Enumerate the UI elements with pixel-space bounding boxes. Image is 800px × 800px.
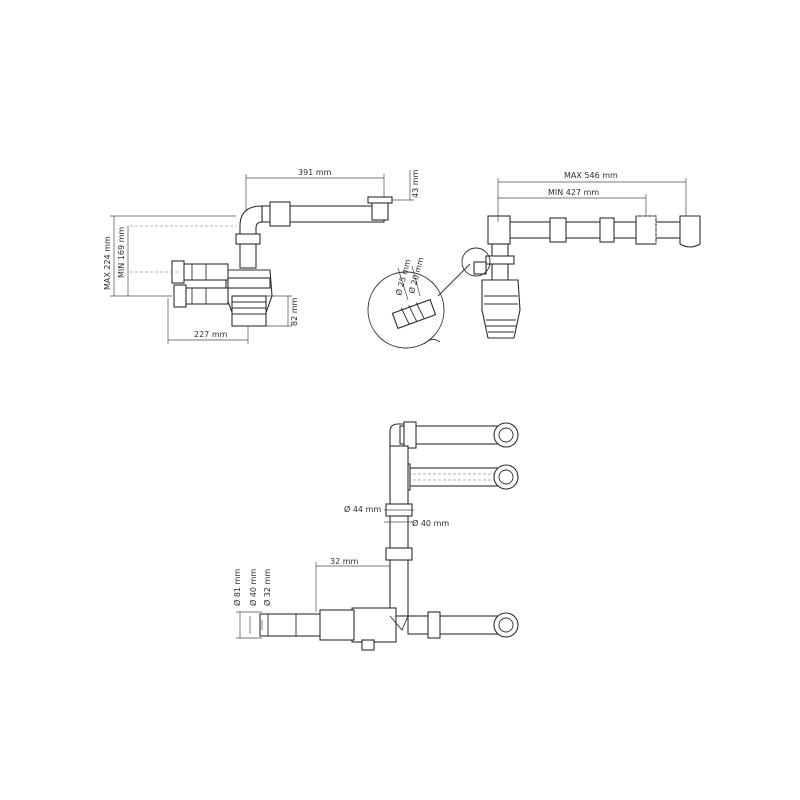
side-view: 391 mm 43 mm MAX 224 mm MIN 169 mm 82 mm… [103, 168, 420, 344]
top-vertical-nut-2 [385, 547, 413, 561]
front-view: Ø 25 mm Ø 20 mm MAX 546 mm MIN 427 mm [367, 171, 701, 349]
side-height-elbow-label: 43 mm [411, 169, 420, 198]
top-left-nut [319, 609, 355, 641]
top-view: Ø 44 mm Ø 40 mm 32 mm Ø 81 mm Ø 40 mm Ø … [232, 421, 519, 651]
front-detail-circle [367, 271, 445, 349]
top-d44-label: Ø 44 mm [344, 504, 381, 514]
top-left-outlet [259, 613, 325, 637]
front-coupling-3 [635, 215, 657, 245]
top-trap-outlet [361, 639, 375, 651]
top-lower-pipe [407, 615, 505, 635]
front-detail-hose [391, 298, 437, 330]
top-d40-mid-label: Ø 40 mm [412, 518, 449, 528]
front-trap-body [481, 279, 521, 339]
side-min-height-label: MIN 169 mm [117, 227, 126, 278]
top-middle-end [493, 464, 519, 490]
top-upper-coupling [403, 421, 417, 449]
side-top-cap [367, 196, 393, 204]
top-vertical-pipe [389, 445, 409, 617]
front-coupling-2 [599, 217, 615, 243]
side-trap-ring [227, 277, 271, 289]
front-horizontal-pipe [499, 221, 691, 239]
side-inlet-upper [177, 263, 229, 281]
front-vertical-nut [485, 255, 515, 265]
top-middle-pipe [399, 467, 505, 487]
front-end-cap [679, 215, 701, 248]
side-vertical-nut [235, 233, 261, 245]
side-max-height-label: MAX 224 mm [103, 236, 112, 290]
top-d81-label: Ø 81 mm [232, 569, 242, 606]
top-d32-left-label: Ø 32 mm [262, 569, 272, 606]
side-inlet-lower [179, 287, 229, 305]
front-min-length-label: MIN 427 mm [548, 188, 599, 197]
side-length-top-label: 391 mm [298, 168, 332, 177]
front-coupling-1 [549, 217, 567, 243]
top-trap-junction [351, 607, 397, 643]
side-length-bottom-label: 227 mm [194, 330, 228, 339]
side-trap-bottom [231, 295, 267, 327]
top-d40-left-label: Ø 40 mm [248, 569, 258, 606]
front-side-connector [473, 261, 487, 275]
front-max-length-label: MAX 546 mm [564, 171, 618, 180]
top-d32-label: 32 mm [330, 557, 359, 566]
side-top-coupling [269, 201, 291, 227]
side-inlet-lower-end [173, 284, 187, 308]
top-lower-end [493, 612, 519, 638]
top-upper-end [493, 422, 519, 448]
side-depth-label: 82 mm [290, 297, 299, 326]
top-lower-coupling [427, 611, 441, 639]
front-left-elbow [487, 215, 511, 245]
side-elbow [239, 205, 263, 241]
